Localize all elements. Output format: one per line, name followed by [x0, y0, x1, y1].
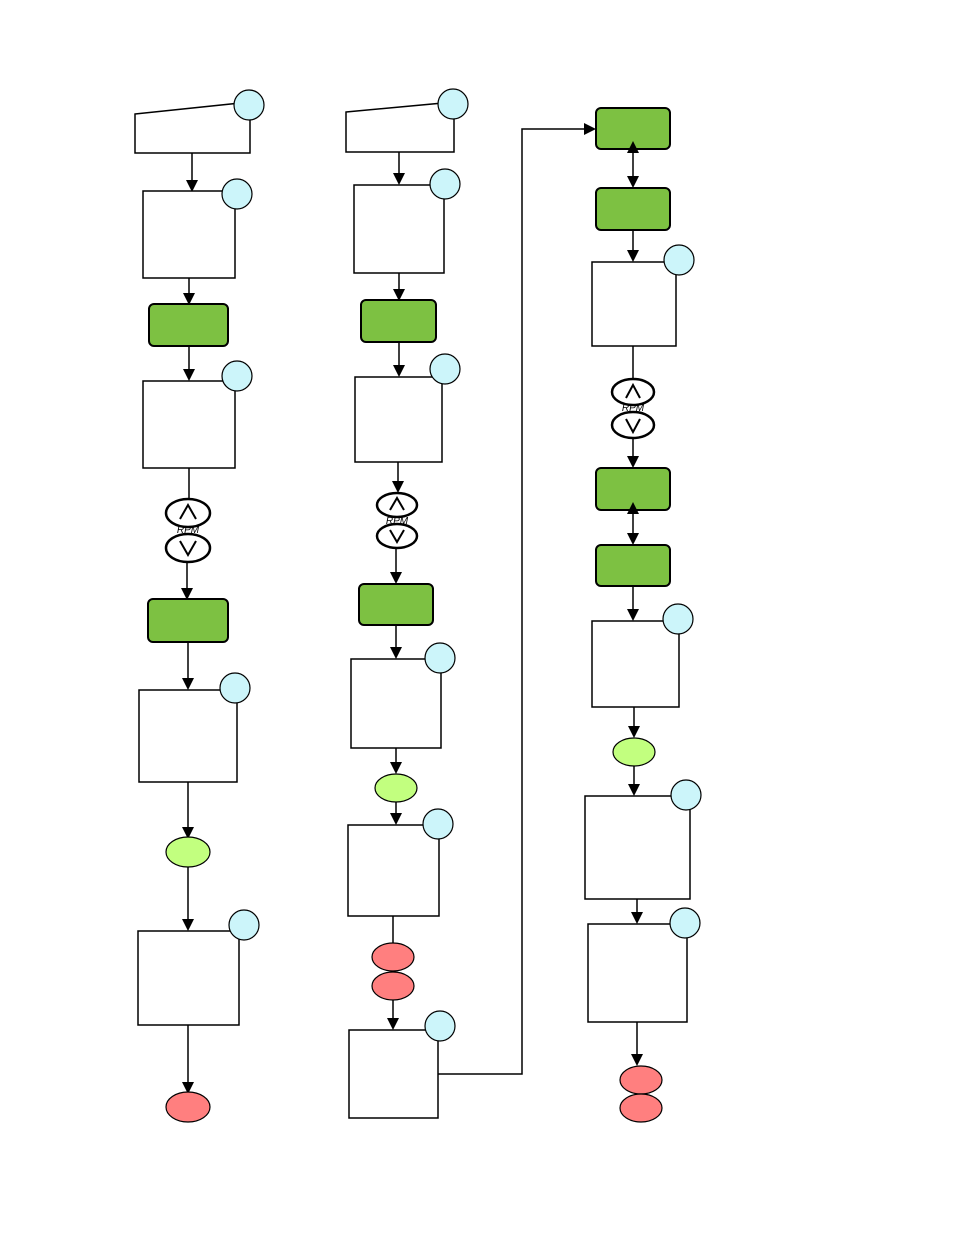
action-box	[595, 107, 671, 150]
action-box	[595, 187, 671, 231]
process-box	[348, 1029, 439, 1119]
rpm-up-icon	[164, 497, 212, 529]
stop-indicator	[371, 942, 415, 972]
stop-indicator	[371, 971, 415, 1001]
step-badge	[233, 89, 265, 121]
rpm-up-icon	[375, 491, 419, 519]
column-2: RPM	[345, 88, 469, 1119]
confirm-indicator	[165, 836, 211, 868]
rpm-label: RPM	[177, 525, 200, 536]
step-badge	[669, 907, 701, 939]
step-badge	[670, 779, 702, 811]
process-box	[353, 184, 445, 274]
step-badge	[429, 168, 461, 200]
rpm-down-icon	[164, 532, 212, 564]
action-box	[148, 303, 229, 347]
manual-input-start	[134, 101, 251, 154]
process-box	[587, 923, 688, 1023]
step-badge	[662, 603, 694, 635]
process-box	[137, 930, 240, 1026]
stop-indicator	[165, 1091, 211, 1123]
stop-indicator	[619, 1065, 663, 1095]
action-box	[358, 583, 434, 626]
column-3: RPM	[584, 107, 702, 1123]
rpm-label: RPM	[622, 403, 645, 414]
process-box	[350, 658, 442, 749]
rpm-control: RPM	[164, 497, 212, 564]
rpm-up-icon	[610, 377, 656, 407]
action-box	[595, 544, 671, 587]
confirm-indicator	[374, 773, 418, 803]
step-badge	[221, 178, 253, 210]
action-box	[360, 299, 437, 343]
step-badge	[422, 808, 454, 840]
action-box	[147, 598, 229, 643]
process-box	[591, 261, 677, 347]
step-badge	[424, 1010, 456, 1042]
step-badge	[429, 353, 461, 385]
process-box	[142, 380, 236, 469]
step-badge	[219, 672, 251, 704]
rpm-down-icon	[375, 522, 419, 550]
cross-column-connector	[438, 123, 596, 1075]
process-box	[138, 689, 238, 783]
rpm-label: RPM	[386, 516, 409, 527]
process-box	[584, 795, 691, 900]
process-box	[142, 190, 236, 279]
step-badge	[437, 88, 469, 120]
confirm-indicator	[612, 737, 656, 767]
action-box	[595, 467, 671, 511]
process-box	[591, 620, 680, 708]
column-1: RPM	[134, 89, 265, 1123]
step-badge	[663, 244, 695, 276]
step-badge	[424, 642, 456, 674]
step-badge	[221, 360, 253, 392]
manual-input-start	[345, 101, 455, 153]
process-box	[354, 376, 443, 463]
stop-indicator	[619, 1093, 663, 1123]
rpm-control: RPM	[375, 491, 419, 550]
process-box	[347, 824, 440, 917]
rpm-control: RPM	[610, 377, 656, 440]
step-badge	[228, 909, 260, 941]
